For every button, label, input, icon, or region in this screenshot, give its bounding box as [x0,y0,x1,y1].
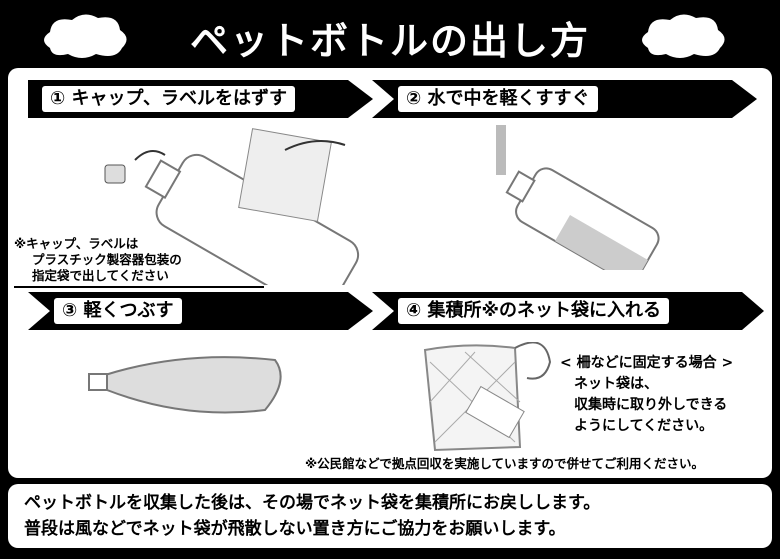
step-1-banner: ① キャップ、ラベルをはずす [28,80,373,118]
step-1-label: ① キャップ、ラベルをはずす [42,86,295,112]
note-line: 指定袋で出してください [32,268,169,283]
notice-line: 普段は風などでネット袋が飛散しない置き方にご協力をお願いします。 [24,519,566,539]
question-cloud-icon: ? [38,10,181,62]
notice-line: ペットボトルを収集した後は、その場でネット袋を集積所にお戻しします。 [24,493,601,513]
bottle-rinse-illustration [496,125,660,270]
note-line: ※キャップ、ラベルは [14,236,139,251]
cloud-right-text: ?? [763,24,780,45]
instructions-panel [8,68,772,478]
step-4-banner: ④ 集積所※のネット袋に入れる [372,292,764,330]
page-title: ペットボトルの出し方 [189,19,590,63]
note-line: プラスチック製容器包装の [32,252,182,267]
step-3-label: ③ 軽くつぶす [54,298,182,324]
net-bag-illustration [423,342,552,452]
step-2-banner: ② 水で中を軽くすすぐ [372,80,757,118]
step-4-label: ④ 集積所※のネット袋に入れる [398,298,670,324]
step-3-banner: ③ 軽くつぶす [28,292,373,330]
cloud-left-text: ? [170,24,182,45]
note-line: ネット袋は、 [574,376,658,392]
bottle-remove-cap-illustration [104,128,360,285]
fence-note: < 柵などに固定する場合 > ネット袋は、 収集時に取り外しできる ようにしてく… [560,353,733,437]
footnote: ※公民館などで拠点回収を実施していますので併せてご利用ください。 [305,456,705,471]
cap-label-note: ※キャップ、ラベルは プラスチック製容器包装の 指定袋で出してください [14,236,264,288]
crushed-bottle-illustration [88,356,282,414]
note-line: ようにしてください。 [574,418,714,434]
step-2-label: ② 水で中を軽くすすぐ [398,86,598,112]
collection-notice: ペットボトルを収集した後は、その場でネット袋を集積所にお戻しします。 普段は風な… [8,484,772,548]
note-line: 収集時に取り外しできる [574,397,728,413]
fence-note-heading: < 柵などに固定する場合 > [560,355,734,371]
question-cloud-icon: ?? [636,10,780,62]
